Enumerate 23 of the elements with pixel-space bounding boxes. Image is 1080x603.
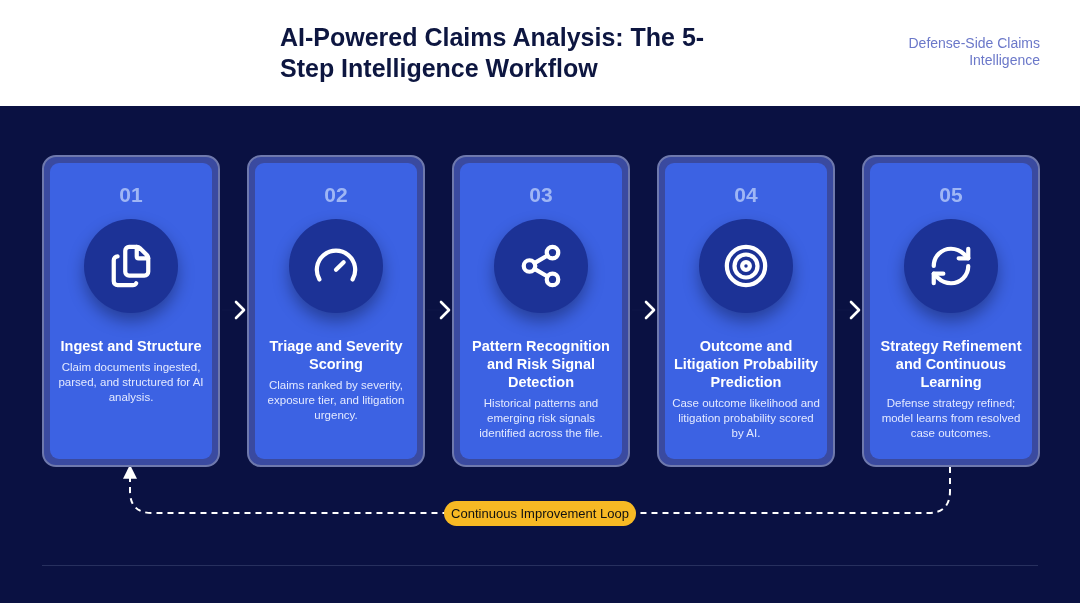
step-heading: Strategy Refinement and Continuous Learning [879, 337, 1023, 391]
step-number: 05 [939, 183, 963, 207]
step-heading: Triage and Severity Scoring [268, 337, 404, 373]
step-number: 01 [119, 183, 143, 207]
subtitle: Defense-Side Claims Intelligence [907, 35, 1040, 69]
step-card [657, 155, 835, 467]
step-description: Claims ranked by severity, exposure tier, and litigation urgency. [266, 378, 406, 423]
step-number: 04 [734, 183, 758, 207]
step-description: Historical patterns and emerging risk signals identified across the file. [478, 396, 604, 441]
edge-label: Continuous Improvement Loop [444, 501, 636, 526]
step-card [862, 155, 1040, 467]
step-description: Defense strategy refined; model learns from resolved case outcomes. [880, 396, 1022, 441]
step-description: Case outcome likelihood and litigation probability scored by AI. [671, 396, 821, 441]
step-heading: Ingest and Structure [59, 337, 203, 355]
step-description: Claim documents ingested, parsed, and structured for AI analysis. [57, 360, 205, 405]
step-number: 03 [529, 183, 553, 207]
step-card [42, 155, 220, 467]
step-card [452, 155, 630, 467]
step-heading: Outcome and Litigation Probability Prediction [672, 337, 820, 391]
title: AI-Powered Claims Analysis: The 5-Step Intelligence Workflow [280, 22, 706, 84]
step-number: 02 [324, 183, 348, 207]
step-heading: Pattern Recognition and Risk Signal Detection [471, 337, 611, 391]
step-card [247, 155, 425, 467]
